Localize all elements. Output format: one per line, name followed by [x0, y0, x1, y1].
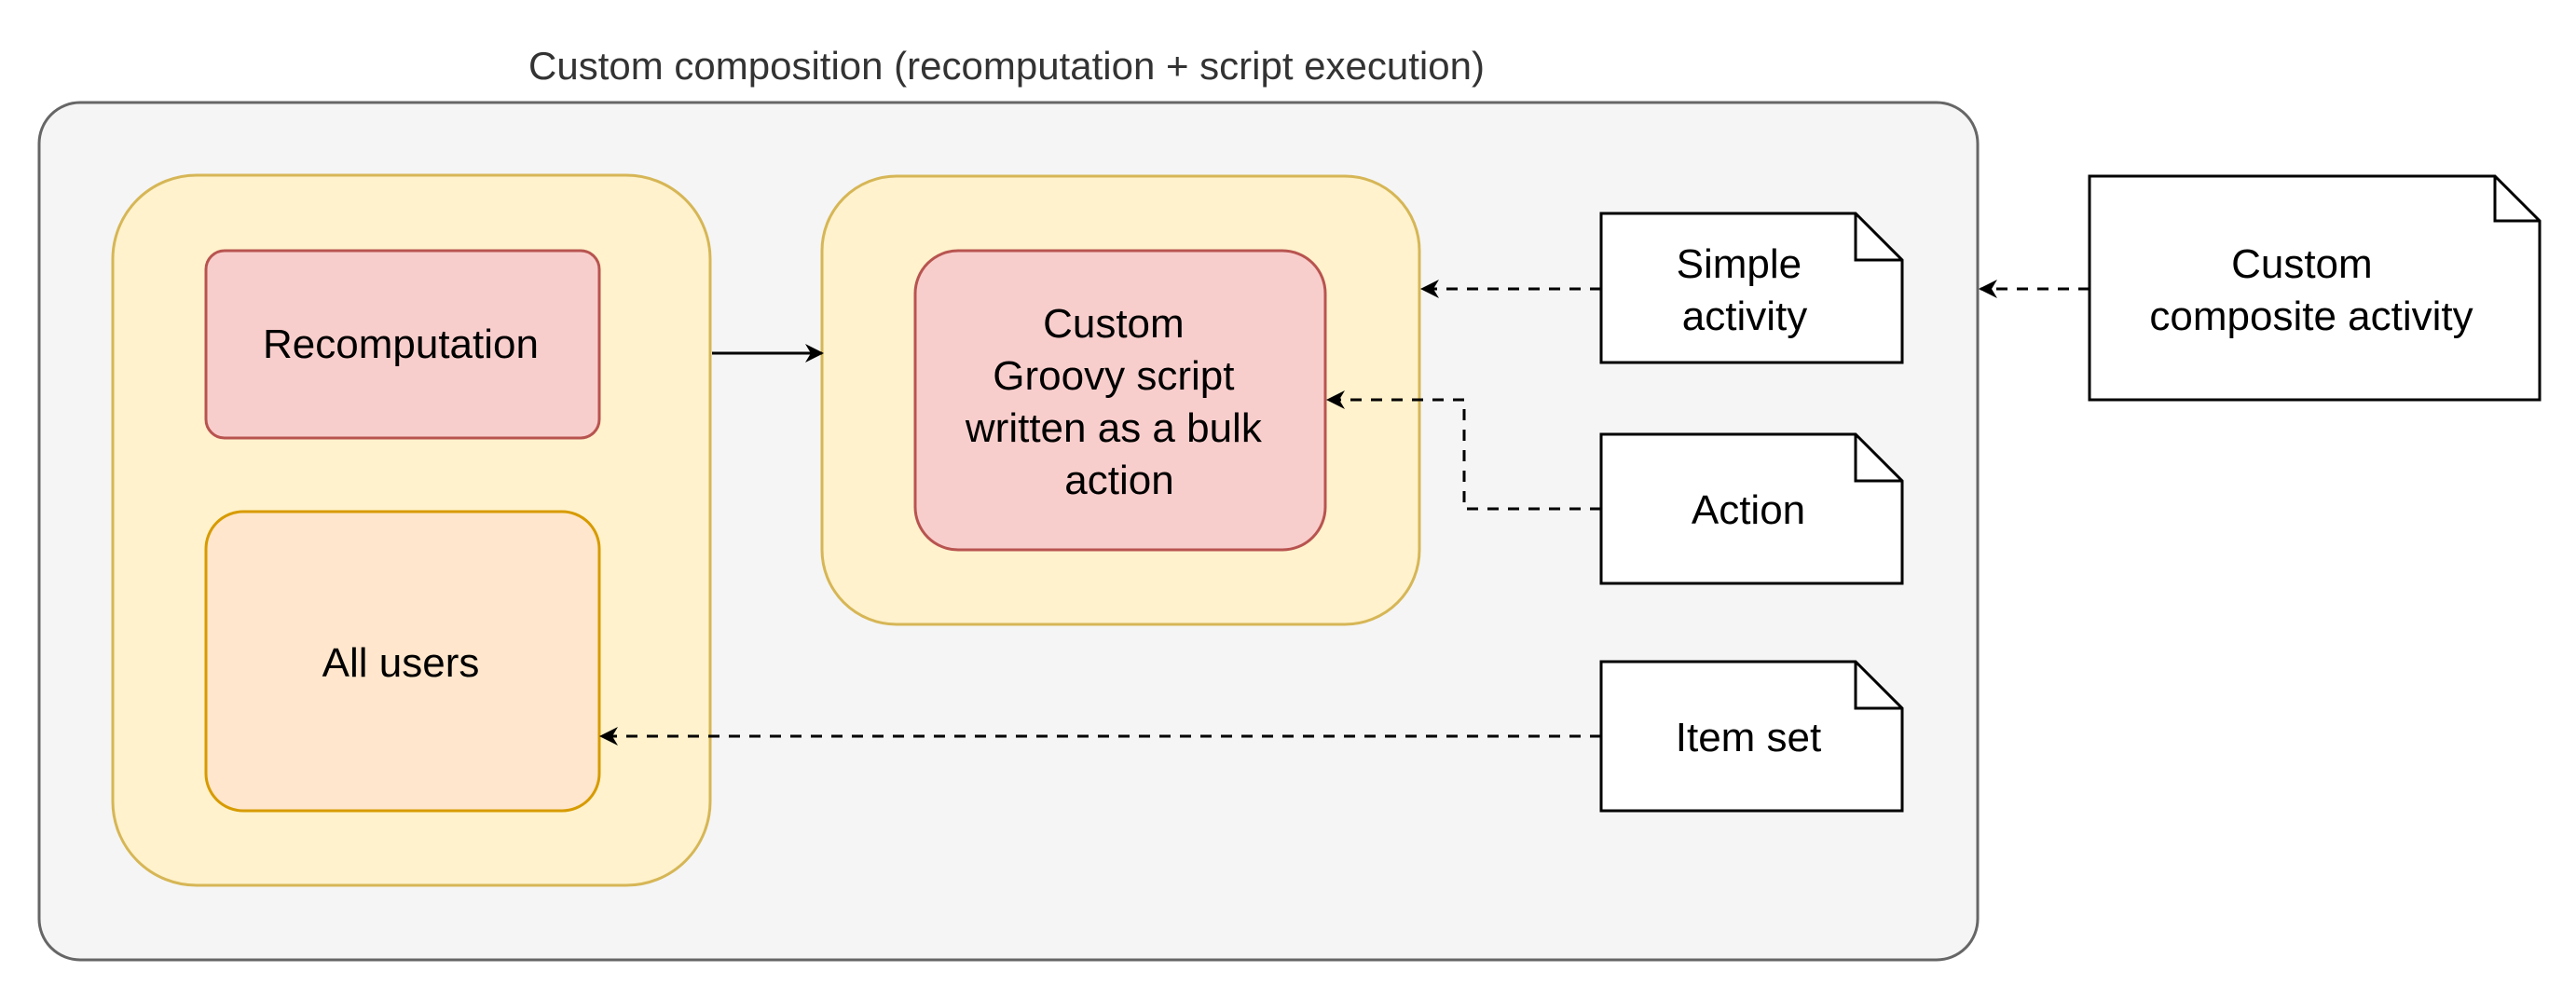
action-note [1599, 432, 1904, 585]
recomputation-label: Recomputation [263, 322, 539, 367]
custom-script-box [913, 249, 1327, 552]
custom-script-line-2: Groovy script [993, 353, 1234, 399]
simple-activity-note-fold [1854, 213, 1902, 262]
item-set-note [1599, 660, 1904, 813]
custom-composite-line-1: Custom [2231, 241, 2373, 287]
recomputation-box [204, 249, 601, 440]
all-users-box [204, 510, 601, 813]
custom-composite-line-2: composite activity [2149, 294, 2473, 339]
simple-activity-label: Simple activity [1677, 241, 1814, 339]
action-label: Action [1692, 487, 1805, 533]
custom-composite-activity-note-fold [2493, 176, 2540, 223]
all-users-label: All users [322, 640, 480, 686]
simple-activity-line-2: activity [1682, 294, 1807, 339]
custom-script-line-4: action [1064, 458, 1173, 503]
simple-activity-line-1: Simple [1677, 241, 1802, 287]
item-set-note-fold [1854, 662, 1902, 710]
custom-composite-activity-label: Custom composite activity [2149, 241, 2473, 339]
dashed-arrow-action-to-script [1326, 390, 1601, 511]
custom-script-line-3: written as a bulk [965, 405, 1263, 451]
custom-script-line-1: Custom [1043, 301, 1185, 347]
action-note-fold [1854, 434, 1902, 483]
item-set-label: Item set [1676, 715, 1822, 760]
custom-composite-activity-note [2088, 174, 2542, 402]
custom-script-label: Custom Groovy script written as a bulk a… [965, 301, 1273, 503]
container-title: Custom composition (recomputation + scri… [528, 44, 1485, 88]
simple-activity-note [1599, 212, 1904, 364]
